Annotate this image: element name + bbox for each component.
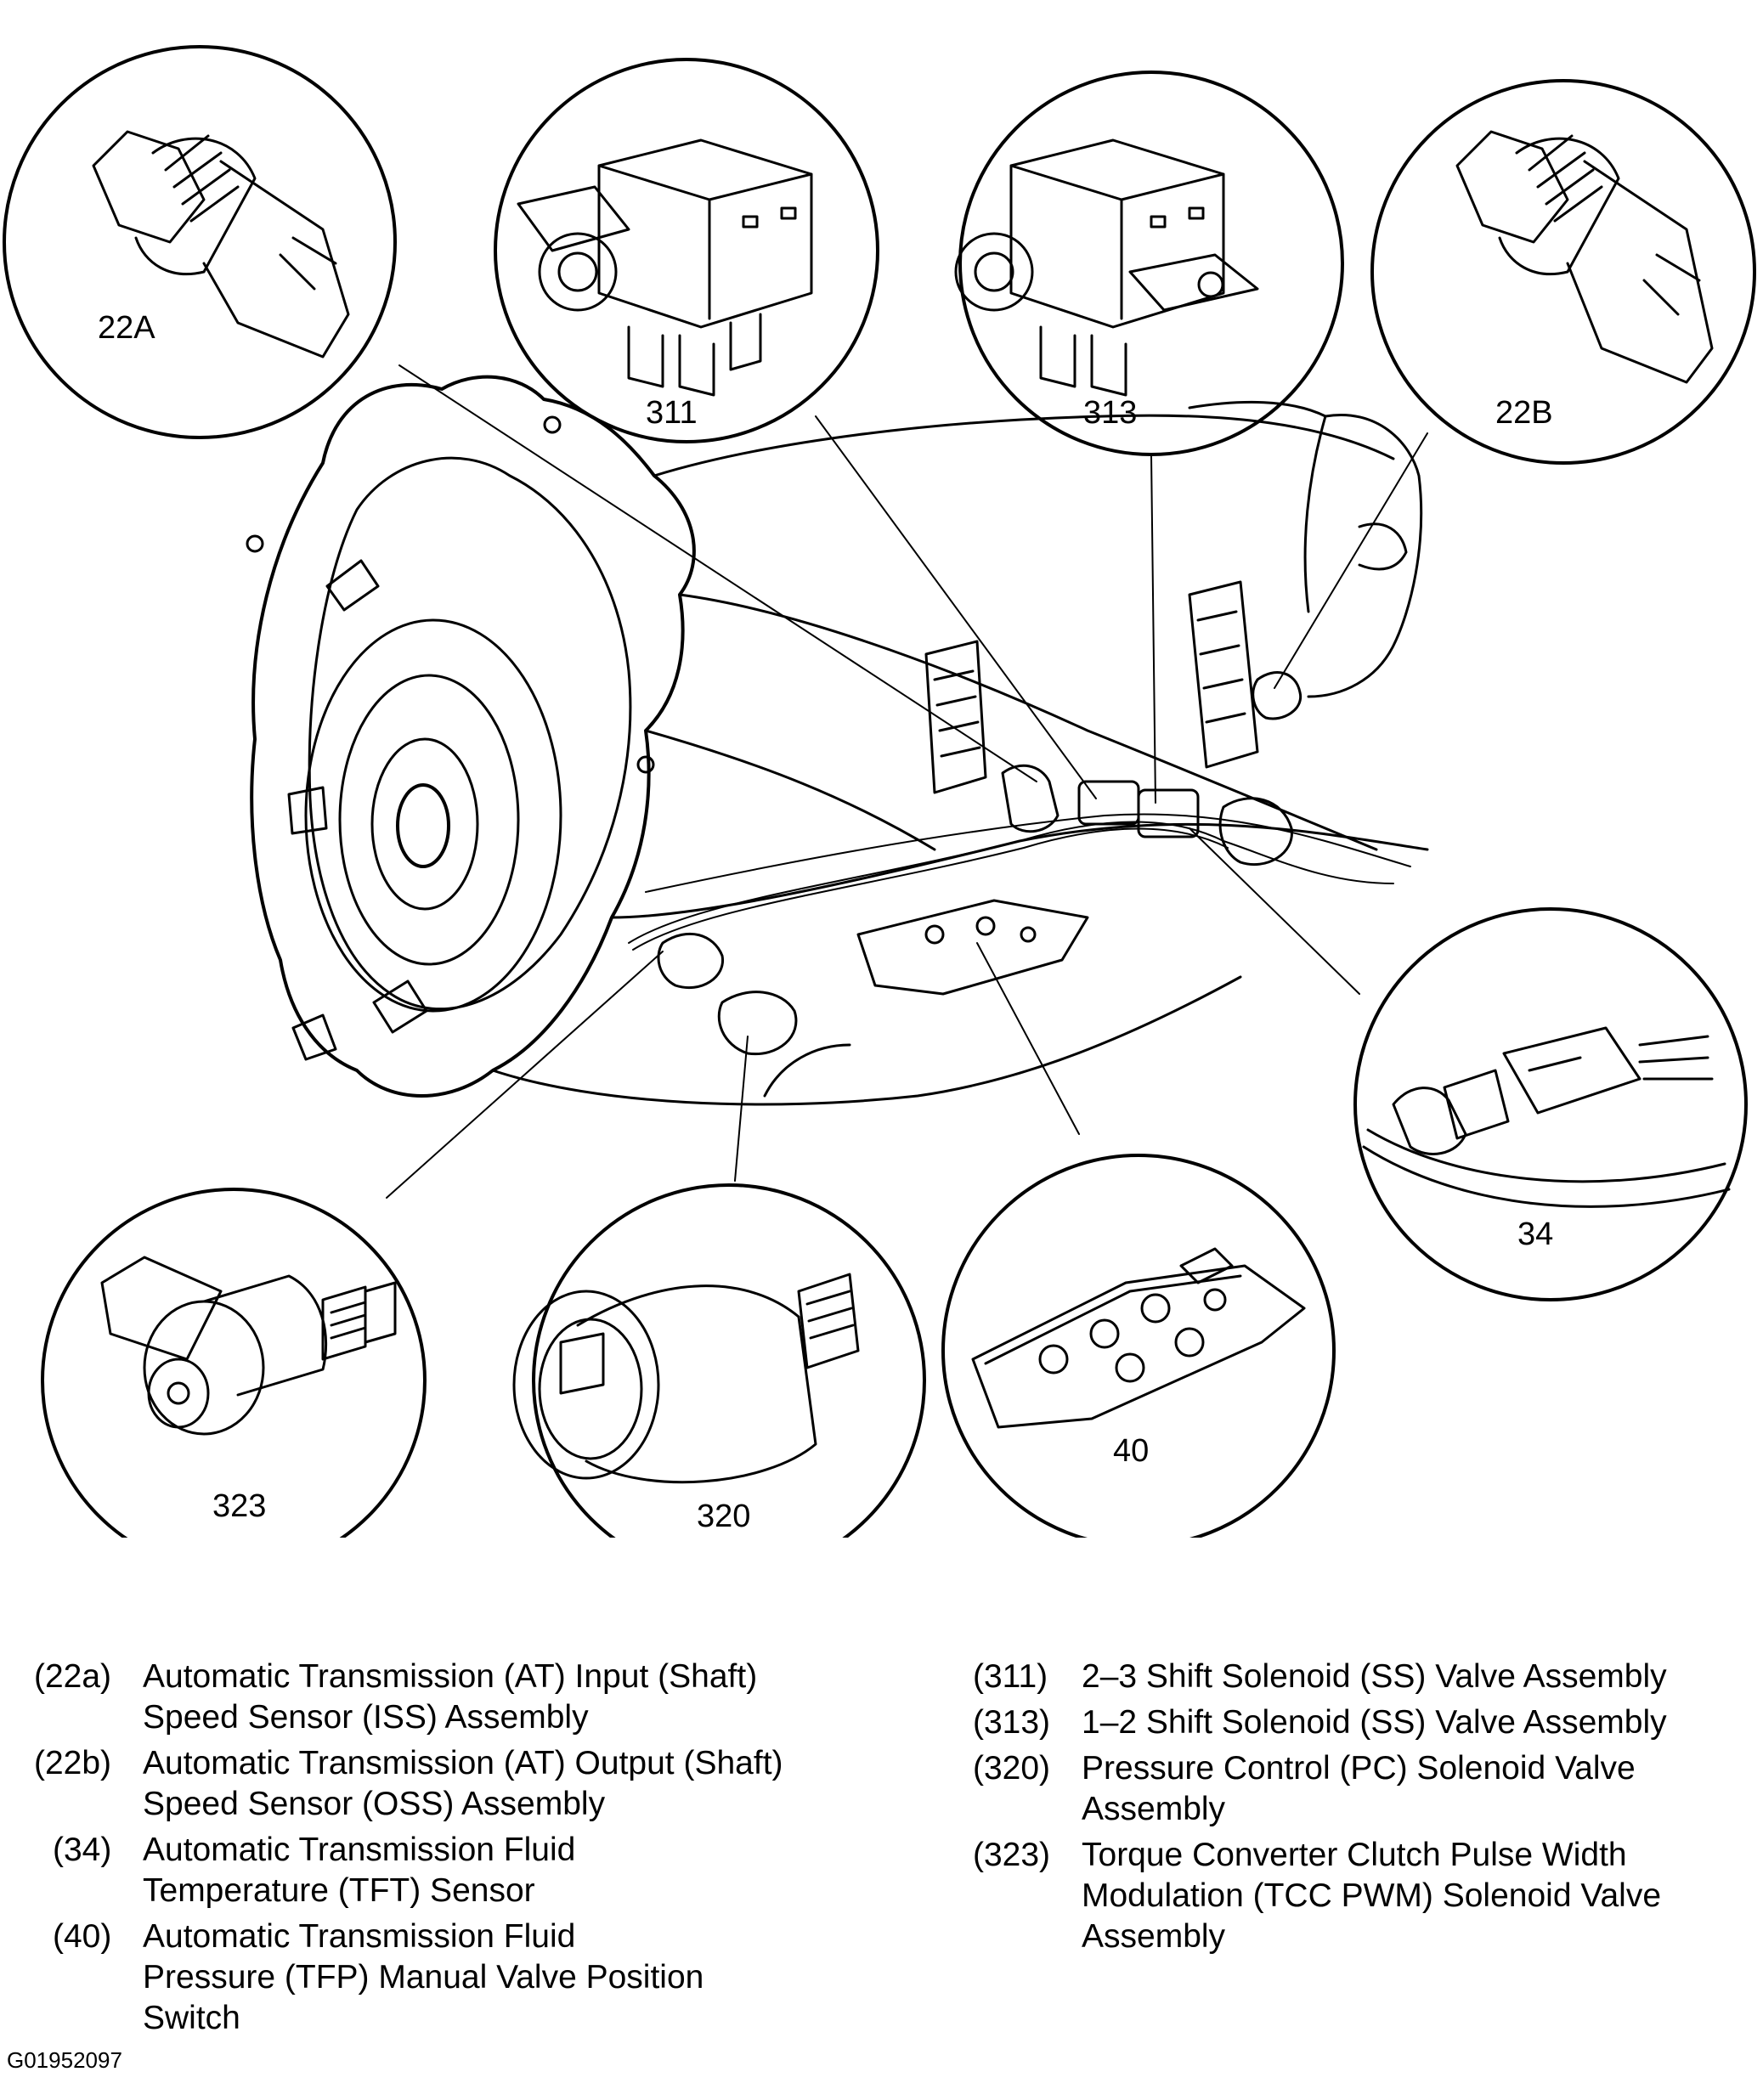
callout-311-label: 311 — [646, 395, 698, 431]
detail-circle-311: 311 — [494, 58, 879, 443]
callout-34-label: 34 — [1517, 1217, 1553, 1252]
legend-code: (34) — [53, 1832, 112, 1868]
callout-320-label: 320 — [697, 1499, 750, 1534]
legend-code: (323) — [973, 1837, 1051, 1873]
manual-valve-position-switch-illustration — [971, 1247, 1306, 1429]
leader-lines — [386, 364, 1428, 1199]
callout-323-label: 323 — [212, 1488, 266, 1524]
legend-item-311: (311) 2–3 Shift Solenoid (SS) Valve Asse… — [973, 1657, 1755, 1697]
legend-left-column: (22a) Automatic Transmission (AT) Input … — [34, 1657, 935, 2044]
legend-item-313: (313) 1–2 Shift Solenoid (SS) Valve Asse… — [973, 1702, 1755, 1743]
legend-description: Automatic Transmission (AT) Output (Shaf… — [143, 1745, 783, 1822]
figure-id: G01952097 — [7, 2047, 122, 2073]
legend-description: Automatic Transmission Fluid Temperature… — [143, 1832, 576, 1909]
legend-item-320: (320) Pressure Control (PC) Solenoid Val… — [973, 1748, 1755, 1830]
legend-code: (40) — [53, 1918, 112, 1955]
detail-circle-323: 323 — [41, 1188, 427, 1538]
legend-item-22a: (22a) Automatic Transmission (AT) Input … — [34, 1657, 935, 1738]
tcc-pwm-solenoid-illustration — [100, 1256, 397, 1436]
legend-item-323: (323) Torque Converter Clutch Pulse Widt… — [973, 1835, 1755, 1957]
legend-right-column: (311) 2–3 Shift Solenoid (SS) Valve Asse… — [973, 1657, 1755, 1962]
detail-circle-320: 320 — [512, 1183, 926, 1538]
shift-solenoid-313-illustration — [954, 138, 1259, 397]
legend-description: Automatic Transmission Fluid Pressure (T… — [143, 1918, 704, 2036]
input-speed-sensor-illustration — [92, 130, 350, 358]
shift-solenoid-311-illustration — [517, 138, 813, 397]
legend-code: (311) — [973, 1658, 1048, 1695]
callout-40-label: 40 — [1113, 1433, 1149, 1469]
output-speed-sensor-illustration — [1455, 130, 1714, 384]
detail-circle-22a: 22A — [3, 45, 397, 439]
legend-item-40: (40) Automatic Transmission Fluid Pressu… — [34, 1917, 935, 2039]
legend-code: (22a) — [34, 1658, 112, 1695]
legend-description: Pressure Control (PC) Solenoid Valve Ass… — [1082, 1750, 1636, 1827]
detail-circle-22b: 22B — [1370, 79, 1756, 465]
legend-code: (22b) — [34, 1745, 112, 1781]
detail-circle-34: 34 — [1353, 907, 1748, 1301]
legend-code: (313) — [973, 1704, 1051, 1741]
legend-description: Torque Converter Clutch Pulse Width Modu… — [1082, 1837, 1662, 1955]
legend-description: 1–2 Shift Solenoid (SS) Valve Assembly — [1082, 1704, 1667, 1741]
detail-circle-313: 313 — [954, 71, 1344, 456]
detail-circle-40: 40 — [941, 1154, 1336, 1538]
callout-22a-label: 22A — [98, 310, 155, 346]
callout-313-label: 313 — [1083, 395, 1137, 431]
legend-item-22b: (22b) Automatic Transmission (AT) Output… — [34, 1743, 935, 1825]
fluid-temperature-sensor-illustration — [1362, 1026, 1731, 1208]
legend-description: Automatic Transmission (AT) Input (Shaft… — [143, 1658, 758, 1736]
transmission-assembly — [246, 375, 1429, 1106]
legend-item-34: (34) Automatic Transmission Fluid Temper… — [34, 1830, 935, 1911]
legend-code: (320) — [973, 1750, 1051, 1787]
legend-description: 2–3 Shift Solenoid (SS) Valve Assembly — [1082, 1658, 1667, 1695]
callout-22b-label: 22B — [1495, 395, 1553, 431]
transmission-component-diagram: 22A 311 3 — [3, 45, 1756, 1538]
pressure-control-solenoid-illustration — [512, 1273, 860, 1484]
